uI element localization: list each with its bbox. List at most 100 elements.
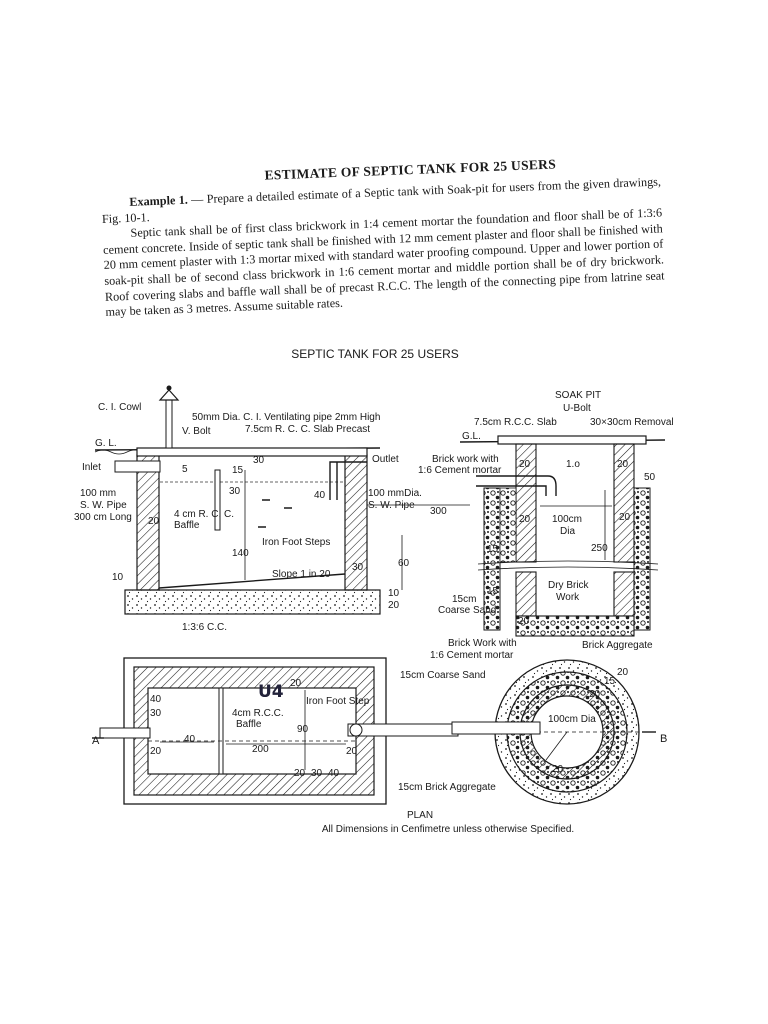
- dim-label: 60: [398, 558, 410, 569]
- label-dry-brick-1: Dry Brick: [548, 580, 590, 591]
- label-slope: Slope 1 in 20: [272, 569, 331, 580]
- soak-bottom-aggregate: [515, 615, 635, 637]
- dim-label: 20: [519, 459, 531, 470]
- plan-outlet-pipe: [347, 723, 459, 737]
- label-cc: 1:3:6 C.C.: [182, 622, 227, 633]
- dim-label: 20: [617, 459, 629, 470]
- label-baffle-2: Baffle: [174, 520, 200, 531]
- dim-label: 15: [232, 465, 244, 476]
- dim-label: 1.o: [566, 459, 580, 470]
- label-sand-1: 15cm: [452, 594, 476, 605]
- soak-dimension-lines: [540, 490, 612, 560]
- plan-caption: PLAN: [407, 810, 433, 821]
- dim-label: 300: [430, 506, 447, 517]
- label-brick-bot-1: Brick Work with: [448, 638, 517, 649]
- label-plan-dia: 100cm Dia: [548, 714, 596, 725]
- dim-label: 30: [311, 768, 323, 779]
- soak-inlet-pipe: [476, 475, 557, 496]
- tank-plan: U4 Iron Foot Step 4cm R.C.C. Baffle A 40…: [92, 657, 459, 805]
- dim-label: 20: [294, 768, 306, 779]
- figure-heading: SEPTIC TANK FOR 25 USERS: [291, 347, 459, 361]
- dim-label: 40: [328, 768, 340, 779]
- label-plan-baffle-1: 4cm R.C.C.: [232, 708, 284, 719]
- soak-plan-radius-line: [545, 731, 568, 761]
- label-brick-aggregate: Brick Aggregate: [582, 640, 653, 651]
- dim-label: 20: [290, 678, 302, 689]
- label-soak-dia-2: Dia: [560, 526, 575, 537]
- dim-label: 10: [112, 572, 124, 583]
- dim-label: 20: [388, 600, 400, 611]
- dim-label: 20: [552, 764, 564, 775]
- dim-label: 140: [232, 548, 249, 559]
- label-inlet-pipe-2: S. W. Pipe: [80, 500, 127, 511]
- dim-label: 20: [346, 746, 358, 757]
- soak-slab: [497, 435, 647, 445]
- dim-label: 20: [519, 514, 531, 525]
- label-brick-top-2: 1:6 Cement mortar: [418, 465, 502, 476]
- plan-dimension-lines: [160, 690, 346, 770]
- label-gl: G. L.: [95, 438, 117, 449]
- label-soak-dia: 100cm: [552, 514, 582, 525]
- plan-outlet-joint-icon: [349, 723, 363, 737]
- plan-tank-interior: [147, 687, 357, 775]
- dim-label: 250: [591, 543, 608, 554]
- dim-label: 30: [253, 455, 265, 466]
- dim-label: 20: [518, 616, 530, 627]
- roof-slab: [136, 447, 368, 457]
- dim-label: 15: [487, 544, 499, 555]
- dim-label: 20: [150, 746, 162, 757]
- label-soak-gl: G.L.: [462, 431, 481, 442]
- soak-plan-inlet-pipe: [451, 721, 541, 735]
- soak-plan-dimensions: 20 15 20 20: [552, 667, 629, 775]
- dim-label: 5: [182, 464, 188, 475]
- soak-dimensions: 20 1.o 20 50 20 20 250 15 15 20: [487, 459, 656, 627]
- inlet-pipe: [114, 460, 161, 473]
- plan-inlet-pipe: [99, 727, 151, 739]
- dim-label: 30: [352, 562, 364, 573]
- vent-pipe: [165, 399, 173, 449]
- section-dimensions: 30 5 15 30 40 20 140 60 10 30 10 20 300: [112, 455, 470, 611]
- label-brick-bot-2: 1:6 Cement mortar: [430, 650, 514, 661]
- soak-agg-left: [499, 487, 517, 563]
- sloped-floor: [158, 573, 346, 589]
- label-vent-pipe: 50mm Dia. C. I. Ventilating pipe 2mm Hig…: [192, 412, 380, 423]
- soak-pit-plan: B 15cm Coarse Sand 100cm Dia 15cm Brick …: [398, 659, 667, 805]
- dim-label: 30: [150, 708, 162, 719]
- label-inlet-pipe-1: 100 mm: [80, 488, 116, 499]
- label-dry-brick-2: Work: [556, 592, 580, 603]
- label-plan-baffle-2: Baffle: [236, 719, 262, 730]
- label-outlet-pipe-1: 100 mmDia.: [368, 488, 422, 499]
- outlet-pipe: [329, 461, 367, 500]
- label-u-bolt: U-Bolt: [563, 403, 591, 414]
- label-sand-2: Coarse Sand: [438, 605, 496, 616]
- dim-label: 15: [487, 586, 499, 597]
- soak-dry-right: [613, 571, 635, 617]
- label-plan-aggregate: 15cm Brick Aggregate: [398, 782, 496, 793]
- dimension-lines: [244, 470, 470, 590]
- soak-pit-section: SOAK PIT U-Bolt 7.5cm R.C.C. Slab 30×30c…: [418, 390, 674, 661]
- dim-label: 200: [252, 744, 269, 755]
- concrete-base: [124, 589, 381, 615]
- soak-sand-right: [633, 487, 651, 631]
- dim-label: 20: [148, 516, 160, 527]
- dim-label: 40: [314, 490, 326, 501]
- label-v-bolt: V. Bolt: [182, 426, 211, 437]
- label-brick-top-1: Brick work with: [432, 454, 499, 465]
- label-section-b: B: [660, 733, 667, 745]
- dim-label: 40: [150, 694, 162, 705]
- label-iron-foot-steps: Iron Foot Steps: [262, 537, 330, 548]
- tank-section: C. I. Cowl 50mm Dia. C. I. Ventilating p…: [74, 385, 470, 633]
- label-inlet-pipe-3: 300 cm Long: [74, 512, 132, 523]
- label-inlet: Inlet: [82, 462, 101, 473]
- soak-break-lines: [477, 560, 659, 571]
- label-slab: 7.5cm R. C. C. Slab Precast: [245, 424, 370, 435]
- label-plan-steps: Iron Foot Step: [306, 696, 370, 707]
- plan-dimensions: 40 30 20 40 200 90 20 30 40 20 20: [150, 678, 358, 779]
- foot-steps: [258, 499, 292, 528]
- baffle-wall: [214, 469, 221, 531]
- dim-label: 20: [617, 667, 629, 678]
- label-cowl: C. I. Cowl: [98, 402, 141, 413]
- ground-texture: [94, 449, 144, 455]
